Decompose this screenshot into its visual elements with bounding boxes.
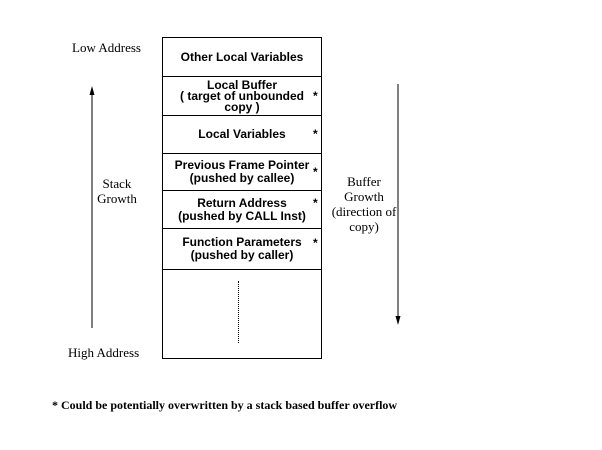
low-address-label: Low Address xyxy=(72,40,141,55)
stack-frame: Other Local Variables Local Buffer ( tar… xyxy=(162,37,322,359)
cell-line: Local Buffer xyxy=(206,77,277,92)
stack-growth-line1: Stack xyxy=(102,176,132,191)
stack-growth-arrow xyxy=(89,86,95,328)
footnote: * Could be potentially overwritten by a … xyxy=(52,398,398,412)
cell-line: ( target of unbounded xyxy=(180,88,304,103)
stack-cell-local-buffer: Local Buffer ( target of unbounded copy … xyxy=(163,77,321,116)
buffer-growth-label: Buffer Growth (direction of copy) xyxy=(326,174,402,234)
stack-cell-return-address: Return Address (pushed by CALL Inst) xyxy=(163,191,321,229)
overwrite-star-local-variables: * xyxy=(313,127,318,141)
buffer-growth-line3: (direction of xyxy=(331,204,397,219)
stack-cell-local-variables: Local Variables xyxy=(163,116,321,154)
overwrite-star-return-address: * xyxy=(313,196,318,210)
cell-line: Return Address xyxy=(197,195,287,210)
buffer-growth-line2: Growth xyxy=(344,189,384,204)
cell-line: (pushed by CALL Inst) xyxy=(178,208,306,223)
cell-line: Local Variables xyxy=(198,127,286,141)
stack-cell-other-local-variables: Other Local Variables xyxy=(163,38,321,77)
cell-line: Other Local Variables xyxy=(180,49,304,64)
continuation-dotted-line xyxy=(238,281,239,343)
stack-growth-label: Stack Growth xyxy=(92,176,142,206)
cell-line: (pushed by caller) xyxy=(190,248,294,262)
overwrite-star-local-buffer: * xyxy=(313,89,318,103)
buffer-growth-arrow xyxy=(395,84,401,325)
cell-line: (pushed by callee) xyxy=(189,171,295,185)
cell-line: copy ) xyxy=(224,99,260,114)
stack-growth-line2: Growth xyxy=(97,191,137,206)
stack-cell-function-parameters: Function Parameters (pushed by caller) xyxy=(163,229,321,270)
buffer-growth-line4: copy) xyxy=(349,219,379,234)
cell-line: Function Parameters xyxy=(182,235,302,249)
overwrite-star-function-parameters: * xyxy=(313,236,318,250)
stack-cell-previous-frame-pointer: Previous Frame Pointer (pushed by callee… xyxy=(163,154,321,191)
overwrite-star-previous-frame-pointer: * xyxy=(313,165,318,179)
high-address-label: High Address xyxy=(68,345,140,360)
cell-line: Previous Frame Pointer xyxy=(174,158,310,172)
buffer-growth-line1: Buffer xyxy=(347,174,381,189)
